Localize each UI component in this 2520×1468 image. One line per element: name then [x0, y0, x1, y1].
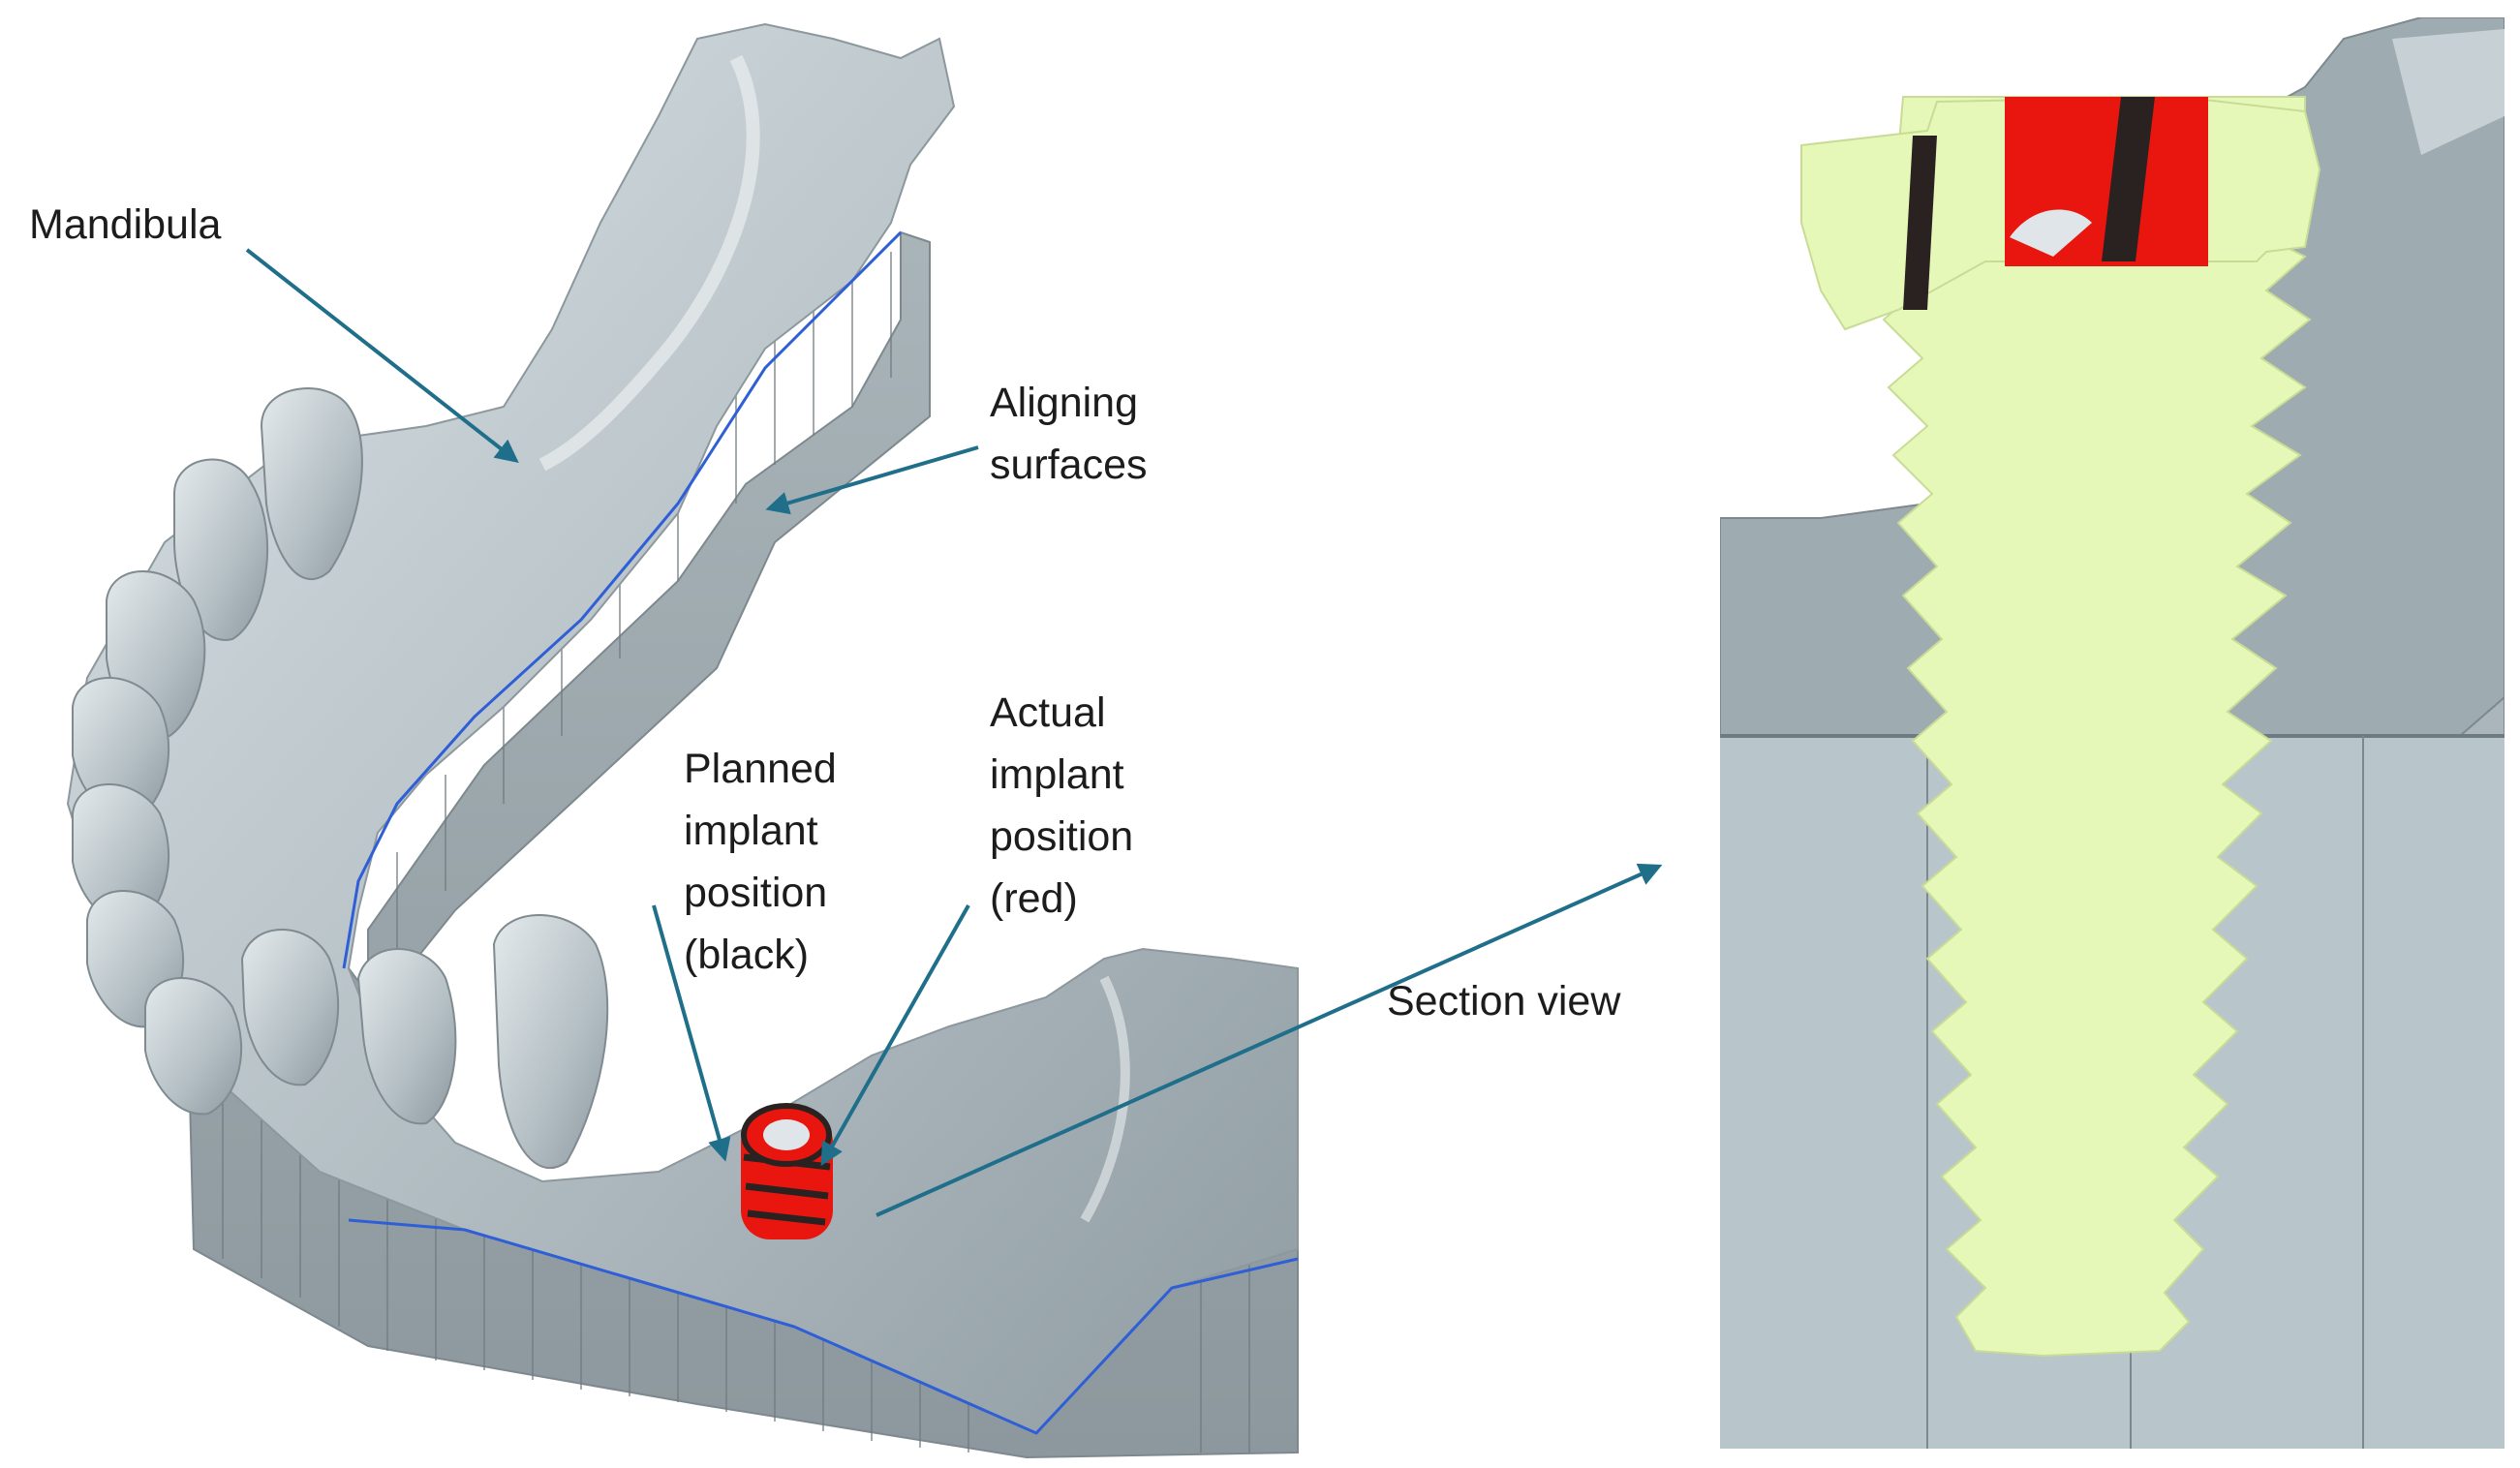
aligning-base-wall — [187, 230, 1299, 1459]
label-planned-implant: Planned implant position (black) — [684, 746, 837, 978]
label-aligning-surfaces: Aligning surfaces — [990, 380, 1148, 488]
teeth — [72, 387, 609, 1170]
label-actual-implant: Actual implant position (red) — [990, 689, 1134, 922]
implant-section — [1800, 95, 2321, 1358]
arrow-mandibula — [245, 248, 519, 463]
arrow-aligning — [765, 445, 979, 515]
implant-overlay — [741, 1103, 833, 1239]
arrow-section — [876, 863, 1663, 1217]
arrow-planned — [652, 904, 731, 1162]
annotation-arrows — [245, 248, 1663, 1217]
mandible-model — [66, 22, 1299, 1459]
label-mandibula: Mandibula — [29, 201, 222, 248]
section-view — [1720, 17, 2505, 1449]
label-section-view: Section view — [1387, 978, 1621, 1025]
aligning-edge-outline — [342, 230, 1299, 1435]
arrow-actual — [820, 904, 970, 1167]
